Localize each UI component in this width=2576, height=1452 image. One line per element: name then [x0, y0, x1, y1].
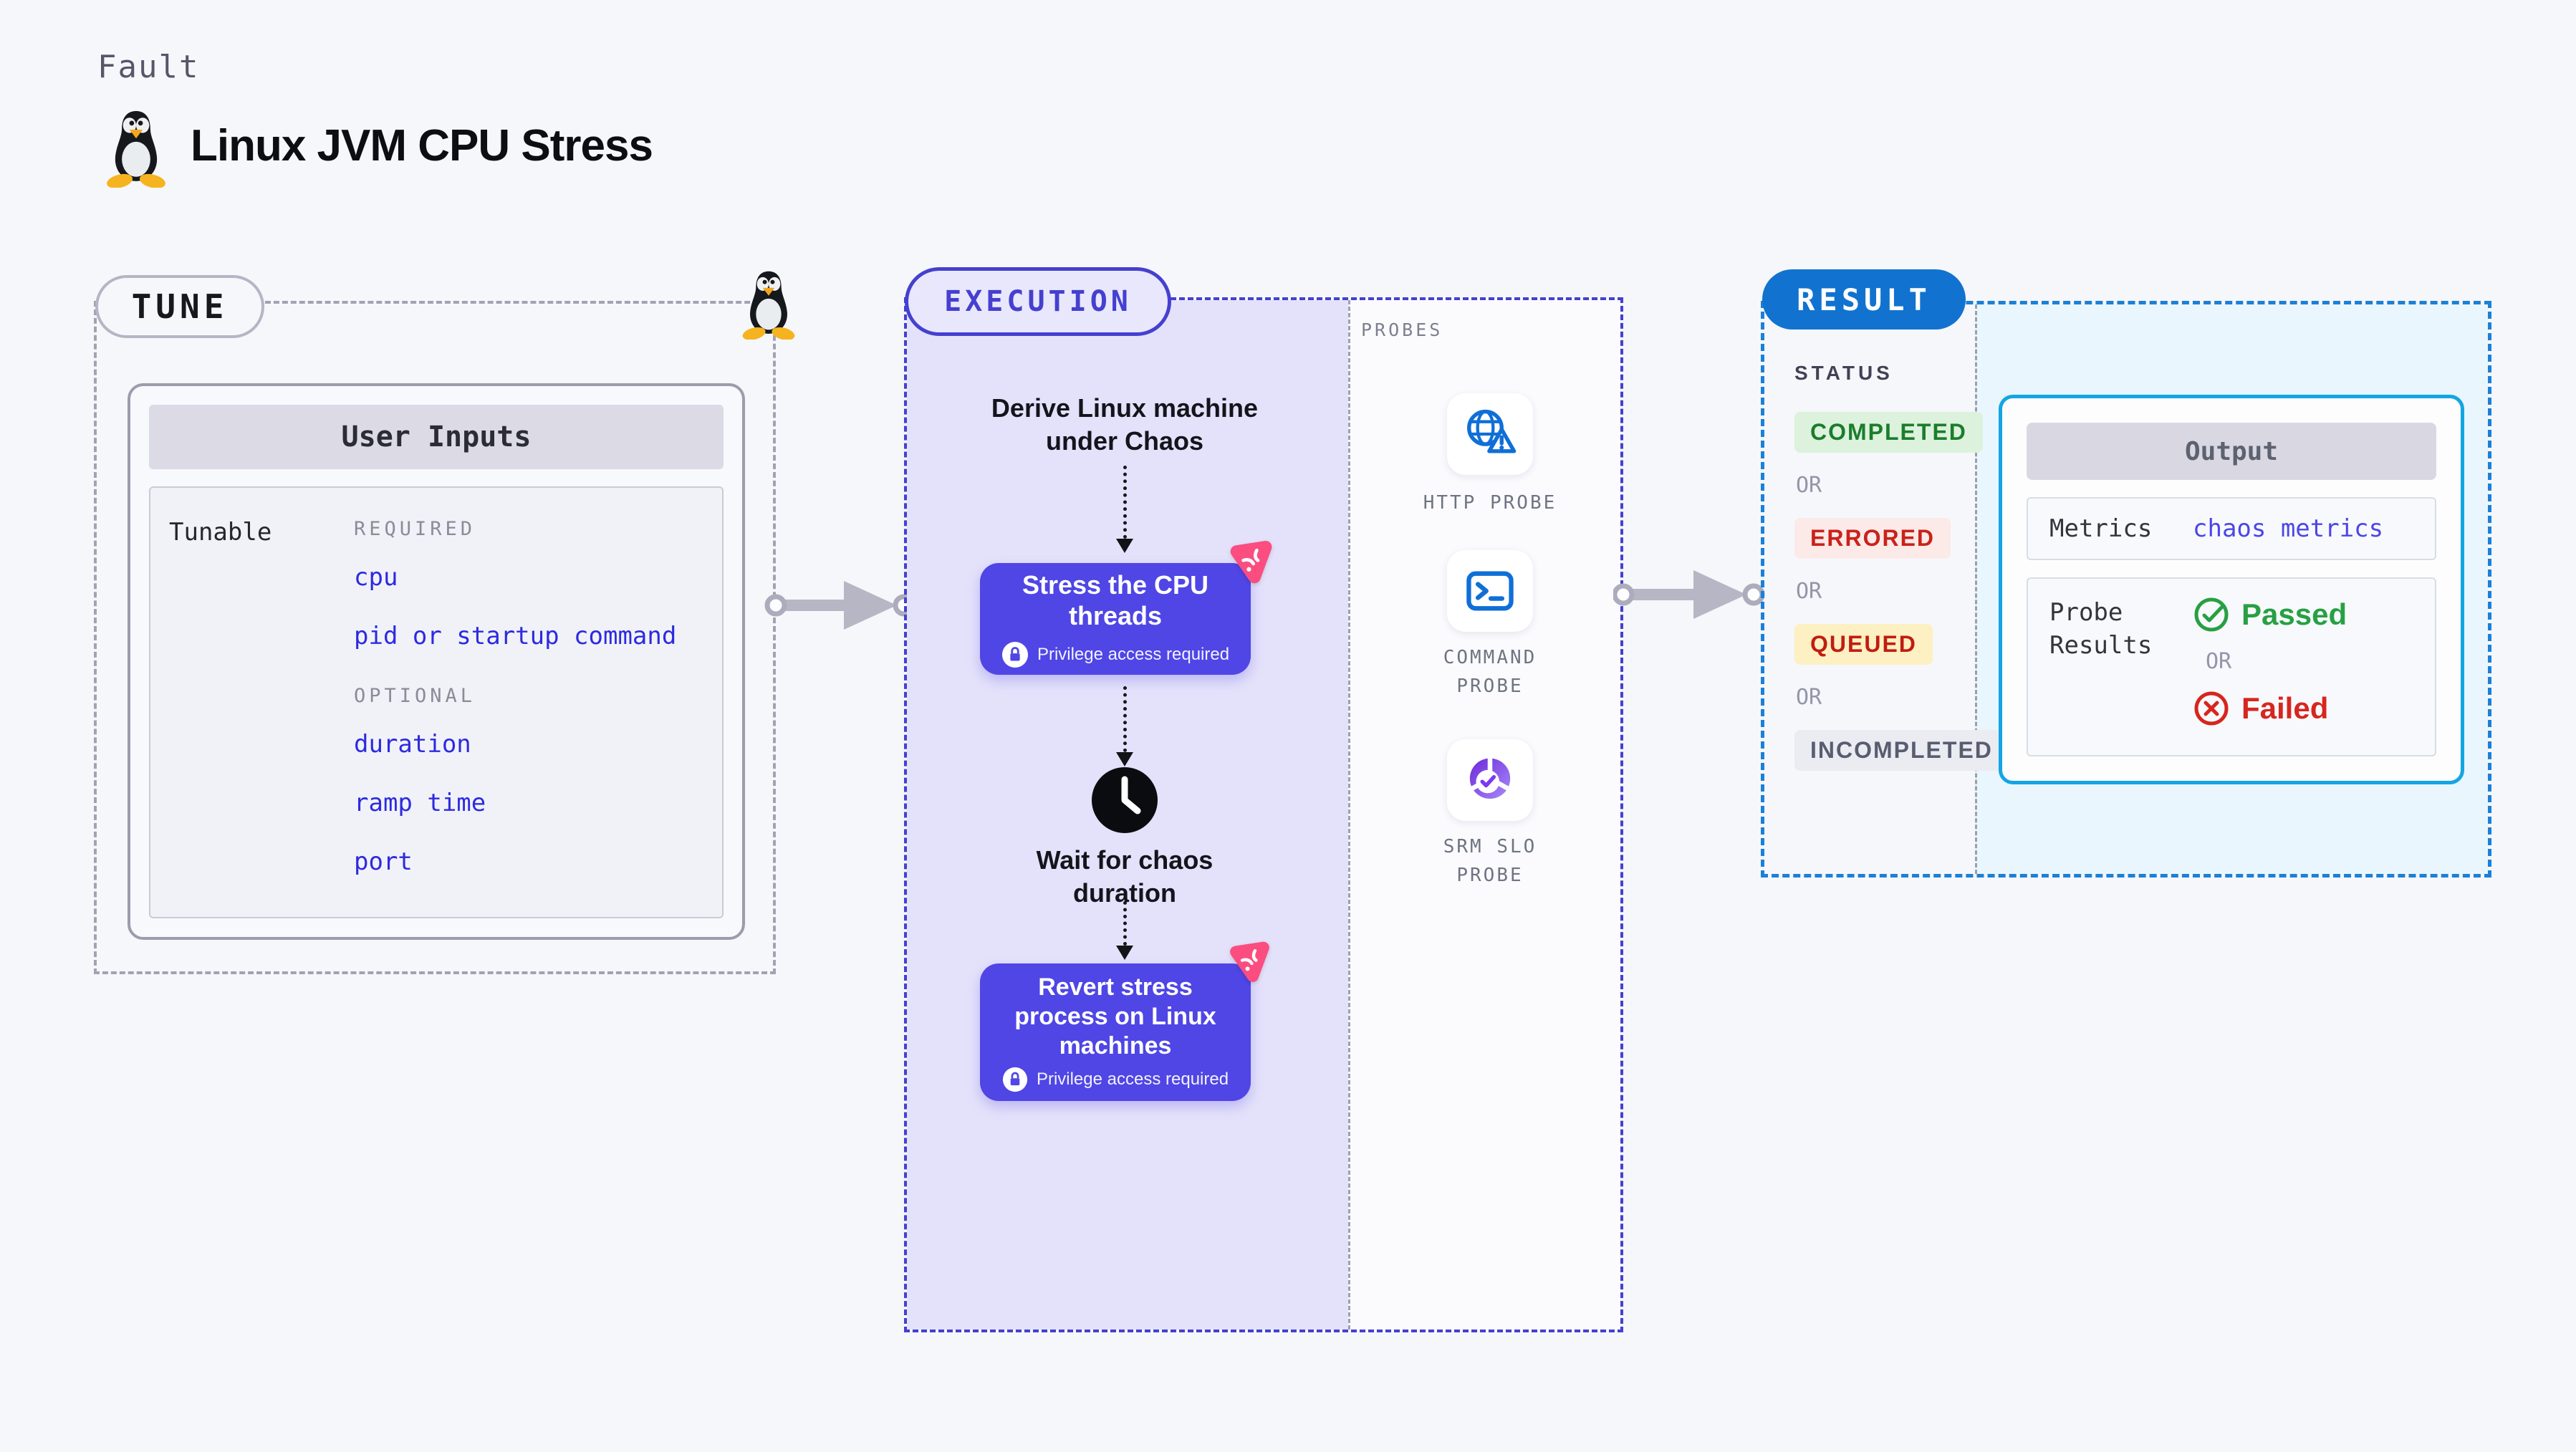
http-probe-label: HTTP PROBE — [1423, 492, 1557, 514]
tunables-panel: Tunable REQUIRED cpu pid or startup comma… — [149, 486, 724, 918]
output-header: Output — [2027, 423, 2436, 480]
status-badge-errored: ERRORED — [1794, 518, 1951, 559]
tune-section-pill: TUNE — [95, 275, 264, 338]
status-badge-completed: COMPLETED — [1794, 412, 1983, 453]
or-label: OR — [1796, 579, 1822, 604]
lock-icon — [1001, 641, 1028, 668]
user-inputs-card: User Inputs Tunable REQUIRED cpu pid or s… — [128, 383, 745, 940]
probe-results-row: Probe Results Passed OR Failed — [2027, 577, 2436, 756]
tunable-item: port — [354, 847, 413, 876]
http-probe-card — [1447, 393, 1533, 475]
tunables-list: REQUIRED cpu pid or startup command OPTIO… — [354, 518, 676, 906]
revert-stress-node: Revert stress process on Linux machines … — [980, 963, 1251, 1101]
result-section-pill: RESULT — [1762, 269, 1966, 330]
srm-slo-probe-label: SRM SLO PROBE — [1443, 836, 1537, 886]
status-badge-incompleted: INCOMPLETED — [1794, 730, 2009, 771]
or-label: OR — [1796, 473, 1822, 498]
x-circle-icon — [2194, 691, 2229, 726]
page-title: Linux JVM CPU Stress — [191, 121, 653, 170]
probe-results-label: Probe Results — [2049, 598, 2153, 660]
execution-section-pill: EXECUTION — [905, 267, 1171, 336]
chaos-fault-icon — [1230, 541, 1272, 584]
metrics-value: chaos metrics — [2193, 514, 2384, 543]
privilege-note: Privilege access required — [1037, 645, 1230, 664]
status-list: COMPLETED OR ERRORED OR QUEUED OR INCOMPLETED — [1794, 412, 2009, 771]
command-probe-card — [1447, 550, 1533, 632]
execution-to-result-arrow — [1613, 570, 1765, 619]
srm-slo-probe-card — [1447, 739, 1533, 821]
status-badge-queued: QUEUED — [1794, 624, 1933, 665]
or-label: OR — [2206, 649, 2232, 674]
probe-failed-item: Failed — [2193, 690, 2347, 727]
metrics-row: Metrics chaos metrics — [2027, 497, 2436, 560]
probes-label: PROBES — [1361, 319, 1443, 340]
wait-step-text: Wait for chaos duration — [1036, 845, 1213, 908]
tunable-item: pid or startup command — [354, 622, 677, 650]
flow-connector-arrow — [1115, 466, 1134, 553]
or-label: OR — [1796, 685, 1822, 710]
check-circle-icon — [2194, 597, 2229, 632]
globe-alert-icon — [1467, 409, 1517, 453]
lock-icon — [1002, 1067, 1028, 1092]
stress-node-title: Stress the CPU threads — [1022, 570, 1209, 630]
stress-cpu-node: Stress the CPU threads Privilege access … — [980, 563, 1251, 675]
metrics-label: Metrics — [2049, 514, 2153, 543]
slo-donut-icon — [1469, 756, 1511, 799]
optional-group-label: OPTIONAL — [354, 685, 476, 707]
output-card: Output Metrics chaos metrics Probe Resul… — [1999, 395, 2464, 784]
passed-text: Passed — [2241, 597, 2347, 631]
user-inputs-header: User Inputs — [149, 405, 724, 469]
privilege-note: Privilege access required — [1036, 1069, 1229, 1089]
derive-step-text: Derive Linux machine under Chaos — [991, 393, 1259, 456]
tunable-item: duration — [354, 730, 471, 759]
probe-passed-item: Passed — [2193, 596, 2347, 633]
command-probe-label: COMMAND PROBE — [1443, 647, 1537, 697]
status-column-label: STATUS — [1794, 362, 1893, 384]
clock-icon — [1092, 767, 1158, 833]
terminal-icon — [1466, 571, 1514, 611]
linux-tux-icon — [742, 271, 795, 340]
privilege-row: Privilege access required — [1002, 1067, 1229, 1092]
tunable-row-label: Tunable — [169, 518, 272, 547]
failed-text: Failed — [2241, 691, 2329, 725]
fault-kind-label: Fault — [97, 49, 200, 85]
revert-node-title: Revert stress process on Linux machines — [1014, 973, 1216, 1059]
tunable-item: ramp time — [354, 789, 486, 817]
tune-section-box — [94, 301, 776, 974]
privilege-row: Privilege access required — [1001, 641, 1229, 668]
required-group-label: REQUIRED — [354, 518, 476, 540]
flow-connector-arrow — [1115, 901, 1134, 960]
flow-connector-arrow — [1115, 686, 1134, 766]
tune-to-execution-arrow — [764, 581, 915, 630]
chaos-fault-icon — [1230, 941, 1269, 982]
linux-tux-icon — [107, 111, 165, 188]
tunable-item: cpu — [354, 563, 398, 592]
